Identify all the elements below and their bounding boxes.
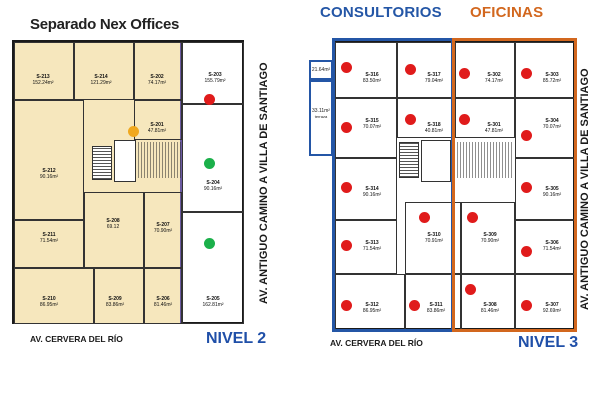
room-s316[interactable] (335, 42, 397, 98)
marker-s305[interactable] (521, 182, 532, 193)
room-s205[interactable] (182, 212, 244, 324)
room-s202[interactable] (134, 42, 182, 100)
marker-s307[interactable] (521, 300, 532, 311)
room-s301[interactable] (455, 98, 515, 138)
marker-s306[interactable] (521, 246, 532, 257)
marker-s301[interactable] (459, 114, 470, 125)
marker-s302[interactable] (459, 68, 470, 79)
marker-s313[interactable] (341, 240, 352, 251)
terrace-2[interactable]: 33.11m² terraza (309, 80, 333, 156)
left-plan-title: Separado Nex Offices (30, 16, 180, 33)
restroom-core (138, 142, 182, 178)
room-s212[interactable] (14, 100, 84, 220)
marker-s311[interactable] (409, 300, 420, 311)
room-s209[interactable] (94, 268, 144, 324)
marker-s310[interactable] (419, 212, 430, 223)
marker-s318[interactable] (405, 114, 416, 125)
terrace-1[interactable]: 21.64m² (309, 60, 333, 80)
left-street-side: AV. ANTIGUO CAMINO A VILLA DE SANTIAGO (258, 62, 270, 304)
elevator-core-3 (421, 140, 451, 182)
marker-s207b[interactable] (204, 238, 215, 249)
room-s313[interactable] (335, 220, 397, 274)
oficinas-zone (452, 38, 577, 332)
room-s302[interactable] (455, 42, 515, 98)
stairs (92, 146, 112, 180)
marker-s317[interactable] (405, 64, 416, 75)
terrace-2-label: terraza (314, 114, 328, 119)
room-s201[interactable] (134, 100, 182, 140)
marker-s309[interactable] (467, 212, 478, 223)
marker-s201[interactable] (128, 126, 139, 137)
room-s206[interactable] (144, 268, 182, 324)
room-s207[interactable] (144, 192, 182, 268)
marker-s303[interactable] (521, 68, 532, 79)
room-s315[interactable] (335, 98, 397, 158)
left-street-bottom: AV. CERVERA DEL RÍO (30, 334, 123, 344)
terrace-1-area: 21.64m² (311, 67, 331, 73)
selected-area (14, 42, 182, 324)
right-level-label: NIVEL 3 (518, 334, 579, 351)
stairs-3 (399, 142, 419, 178)
right-street-side: AV. ANTIGUO CAMINO A VILLA DE SANTIAGO (579, 68, 591, 310)
room-s309[interactable] (461, 202, 515, 274)
marker-s316[interactable] (341, 62, 352, 73)
marker-s204[interactable] (204, 158, 215, 169)
room-s208[interactable] (84, 192, 144, 268)
consultorios-title: CONSULTORIOS (320, 4, 442, 21)
marker-s314[interactable] (341, 182, 352, 193)
room-s210[interactable] (14, 268, 94, 324)
marker-s203[interactable] (204, 94, 215, 105)
restroom-core-3 (457, 142, 513, 178)
room-s314[interactable] (335, 158, 397, 220)
room-s211[interactable] (14, 220, 84, 268)
oficinas-title: OFICINAS (470, 4, 544, 21)
room-s204[interactable] (182, 104, 244, 212)
marker-s304[interactable] (521, 130, 532, 141)
room-s214[interactable] (74, 42, 134, 100)
terrace-2-area: 33.11m² (312, 108, 330, 114)
marker-s315[interactable] (341, 122, 352, 133)
room-s310[interactable] (405, 202, 461, 274)
consultorios-zone (332, 38, 454, 332)
left-level-label: NIVEL 2 (206, 330, 267, 347)
right-street-bottom: AV. CERVERA DEL RÍO (330, 338, 423, 348)
marker-s312[interactable] (341, 300, 352, 311)
marker-s308[interactable] (465, 284, 476, 295)
room-s213[interactable] (14, 42, 74, 100)
elevator-core (114, 140, 136, 182)
